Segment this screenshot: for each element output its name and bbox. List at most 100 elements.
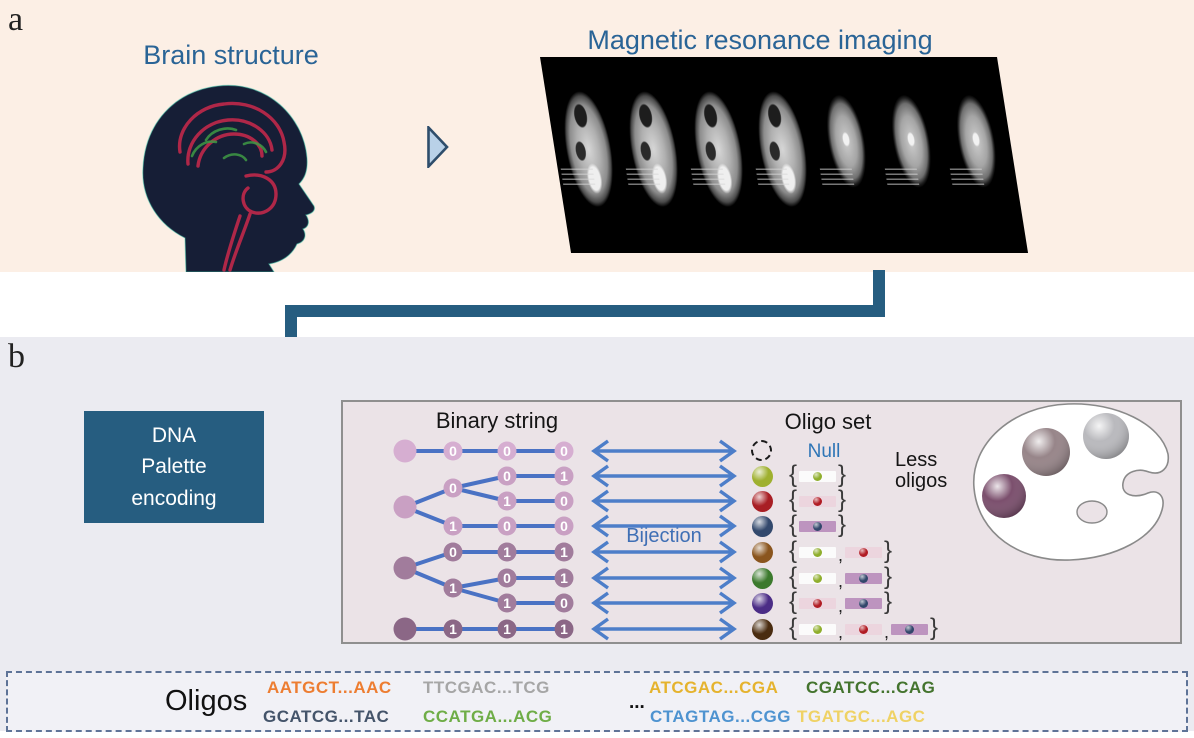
close-brace: } (884, 588, 893, 615)
oligo-strip (845, 597, 883, 609)
close-brace: } (838, 511, 847, 538)
strip-dot (859, 598, 869, 608)
oligo-strip (799, 572, 837, 584)
oligo-strip (799, 470, 837, 482)
oligo-strip-group: {,,} (789, 616, 938, 642)
oligo-sequence: TGATGC...AGC (797, 707, 926, 726)
strip-comma: , (838, 571, 844, 591)
connector-horizontal (285, 305, 885, 317)
ball-highlight (751, 567, 773, 589)
less-oligos-line1: Less (895, 449, 938, 471)
oligo-set-title: Oligo set (784, 409, 872, 434)
brain-structure-title: Brain structure (143, 40, 319, 70)
null-label: Null (807, 441, 841, 462)
strip-dot (813, 547, 823, 557)
close-brace: } (884, 537, 893, 564)
oligo-color-ball (751, 465, 773, 487)
dna-box-line2: Palette (141, 455, 207, 479)
open-brace: { (789, 486, 798, 513)
oligo-sequence: CCATGA...ACG (423, 707, 553, 726)
open-brace: { (789, 537, 798, 564)
oligo-strip (799, 597, 837, 609)
sequences-ellipsis: ... (629, 692, 645, 713)
mri-annotation-text (819, 166, 855, 185)
oligo-sequence: ATCGAC...CGA (649, 678, 779, 697)
strip-dot (905, 624, 915, 634)
oligo-strip-group: {} (789, 463, 846, 489)
palette-thumb-hole (1076, 500, 1108, 524)
open-brace: { (789, 588, 798, 615)
oligos-label: Oligos (165, 685, 248, 717)
panel-a-label: a (8, 1, 24, 38)
oligo-color-ball (751, 618, 773, 640)
oligo-strip (799, 495, 837, 507)
strip-comma: , (838, 596, 844, 616)
open-brace: { (789, 563, 798, 590)
oligo-strip-group: {} (789, 513, 846, 539)
strip-dot (813, 496, 823, 506)
strip-dot (813, 598, 823, 608)
oligo-strip-group: {,} (789, 539, 892, 565)
mri-annotation-text (690, 166, 725, 185)
oligo-strip (845, 623, 883, 635)
strip-dot (813, 573, 823, 583)
oligo-sequence: GCATCG...TAC (263, 707, 390, 726)
strip-dot (813, 471, 823, 481)
strip-dot (859, 573, 869, 583)
mri-annotation-text (560, 166, 595, 185)
oligo-color-ball (751, 567, 773, 589)
ball-highlight (751, 592, 773, 614)
oligo-strip-group: {,} (789, 565, 892, 591)
oligo-strip (845, 572, 883, 584)
oligo-color-ball (751, 515, 773, 537)
open-brace: { (789, 511, 798, 538)
less-oligos-label: Less oligos (895, 450, 947, 492)
oligo-strip (891, 623, 929, 635)
oligo-color-ball (751, 541, 773, 563)
palette-illustration (973, 403, 1170, 561)
oligo-strip (799, 520, 837, 532)
oligo-color-ball (751, 490, 773, 512)
oligo-strip (799, 546, 837, 558)
strip-dot (813, 624, 823, 634)
oligo-color-ball (751, 592, 773, 614)
oligos-output-box (6, 671, 1188, 732)
ball-highlight (751, 465, 773, 487)
oligo-strip (799, 623, 837, 635)
oligo-sequence: CGATCC...CAG (806, 678, 936, 697)
close-brace: } (930, 614, 939, 641)
close-brace: } (838, 486, 847, 513)
palette-paint-balls (982, 413, 1129, 518)
open-brace: { (789, 461, 798, 488)
oligo-sequence: CTAGTAG...CGG (650, 707, 791, 726)
mri-annotation-text (755, 166, 790, 185)
strip-comma: , (884, 622, 890, 642)
binary-string-title: Binary string (435, 408, 559, 433)
open-brace: { (789, 614, 798, 641)
brain-green-accents (190, 127, 268, 162)
less-oligos-line2: oligos (895, 470, 948, 492)
strip-dot (859, 547, 869, 557)
flow-arrow-triangle (427, 126, 449, 168)
oligo-sequence: AATGCT...AAC (267, 678, 392, 697)
panel-b-label: b (8, 338, 25, 375)
ball-highlight (751, 490, 773, 512)
oligo-strip-group: {} (789, 488, 846, 514)
connector-vertical-from-mri (873, 270, 885, 311)
oligo-strip (845, 546, 883, 558)
bijection-label: Bijection (626, 525, 702, 547)
ball-highlight (751, 541, 773, 563)
head-silhouette (142, 84, 316, 272)
mri-annotation-text (949, 166, 984, 185)
strip-comma: , (838, 622, 844, 642)
strip-comma: , (838, 545, 844, 565)
mri-annotation-text (884, 166, 919, 185)
oligo-strip-group: {,} (789, 590, 892, 616)
ball-highlight (751, 515, 773, 537)
brain-head-illustration (142, 84, 316, 272)
strip-dot (813, 521, 823, 531)
close-brace: } (838, 461, 847, 488)
brain-squiggles (177, 101, 287, 272)
ball-highlight (751, 618, 773, 640)
